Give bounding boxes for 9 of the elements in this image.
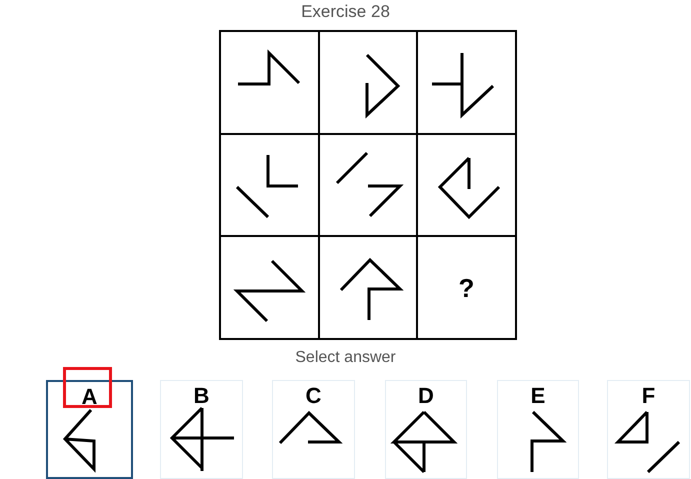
option-letter: B <box>194 384 210 408</box>
instruction-text: Select answer <box>294 348 397 368</box>
option-letter: E <box>530 384 546 408</box>
exercise-title: Exercise 28 <box>300 2 391 22</box>
question-mark: ? <box>458 274 474 302</box>
option-letter: A <box>82 385 98 409</box>
option-letter: D <box>418 384 434 408</box>
option-letter: C <box>306 384 322 408</box>
option-letter: F <box>642 384 656 408</box>
